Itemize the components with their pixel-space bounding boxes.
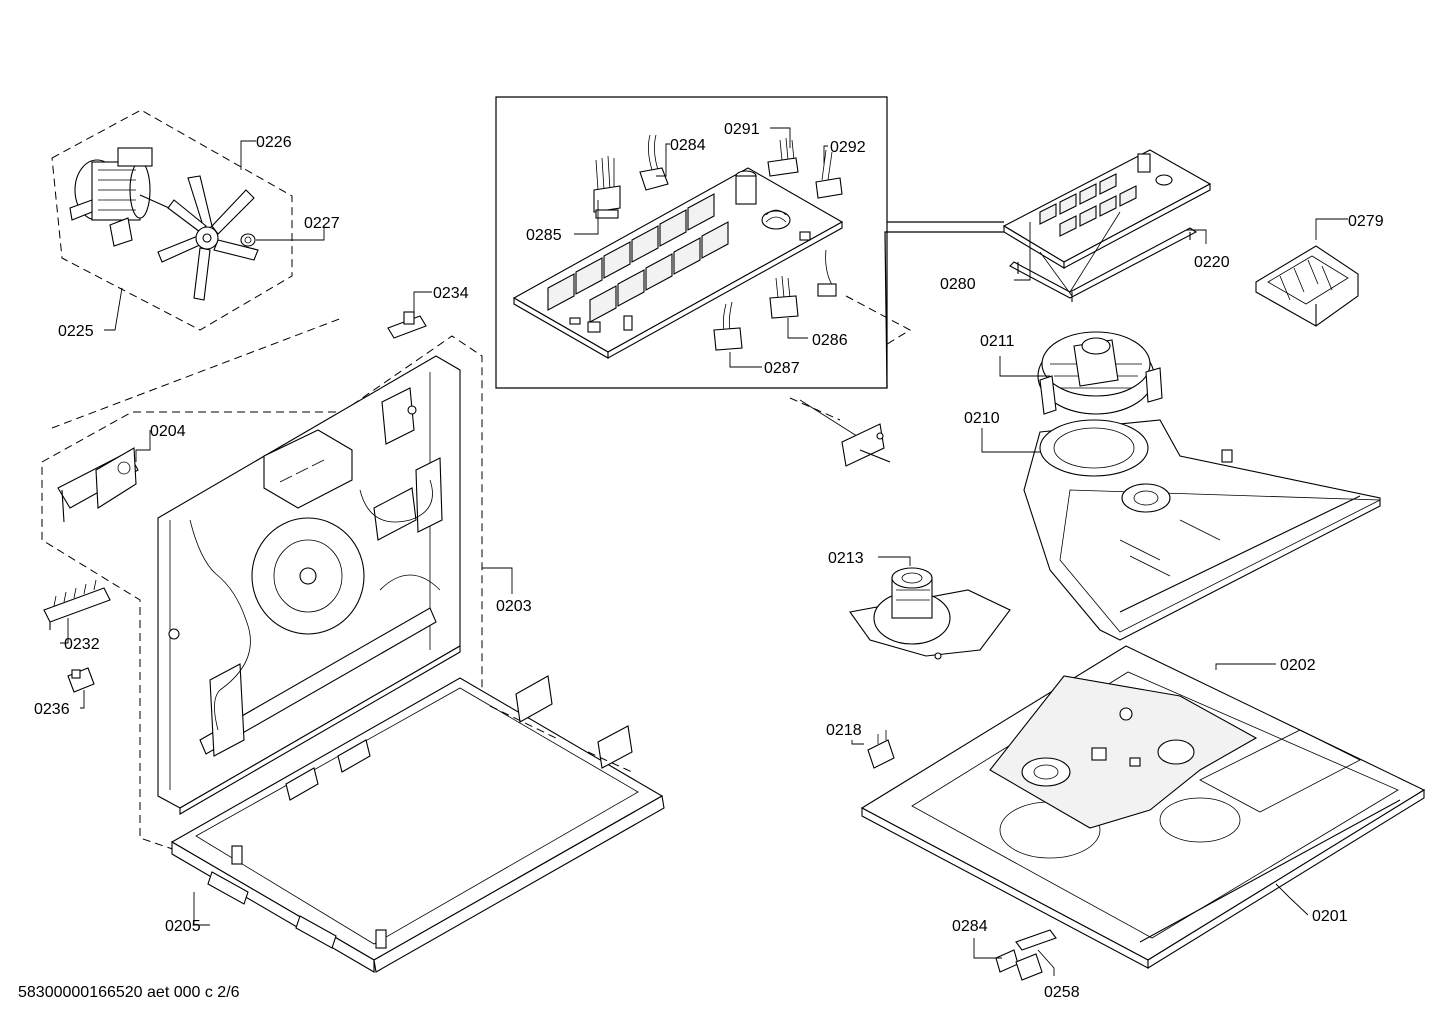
part-0232 [43,579,111,630]
label-0284-bottom: 0284 [952,918,988,935]
connector-0284-board [639,134,669,191]
label-0234: 0234 [433,285,469,302]
convection-motor [69,147,179,247]
nut-0227 [240,233,256,247]
label-0292: 0292 [830,139,866,156]
label-0225: 0225 [58,323,94,340]
cover-0279 [1255,245,1359,327]
label-0210: 0210 [964,410,1000,427]
connector-0291 [767,137,799,177]
label-0203: 0203 [496,598,532,615]
label-0284-board: 0284 [670,137,706,154]
part-0234 [387,311,427,339]
label-0236: 0236 [34,701,70,718]
base-assembly [860,645,1426,969]
label-0211: 0211 [980,333,1015,350]
label-0218: 0218 [826,722,862,739]
connector-0285 [593,155,621,219]
blower-0211 [1037,331,1163,415]
part-0258 [1015,929,1057,981]
sensor-wire [817,249,837,297]
relay-array [547,193,729,323]
label-0286: 0286 [812,332,848,349]
duct-0210 [1023,419,1381,641]
label-0279: 0279 [1348,213,1384,230]
label-0204: 0204 [150,423,186,440]
fan-motor-assembly [51,109,325,331]
connector-0287 [713,301,743,351]
callout-labels: 0226 0227 0225 0234 0204 0203 0232 0236 … [34,121,1384,1001]
pcb-assembly-0280 [1002,149,1212,302]
part-0236 [67,667,95,693]
connector-0286 [769,275,799,319]
pcb-board-inset [512,167,844,359]
part-0218 [867,730,895,769]
label-0220: 0220 [1194,254,1230,271]
back-panel-group [41,317,483,906]
label-0291: 0291 [724,121,760,138]
label-0285: 0285 [526,227,562,244]
document-id: 58300000166520 aet 000 c 2/6 [18,984,240,1001]
label-0232: 0232 [64,636,100,653]
bottom-tray-0205 [170,675,665,973]
label-0213: 0213 [828,550,864,567]
label-0287: 0287 [764,360,800,377]
label-0202: 0202 [1280,657,1316,674]
label-0280: 0280 [940,276,976,293]
blower-motor-0213 [849,567,1011,660]
connector-0292 [815,149,843,199]
label-0201: 0201 [1312,908,1348,925]
label-0205: 0205 [165,918,201,935]
label-0226: 0226 [256,134,292,151]
fan-impeller [157,175,259,301]
label-0258: 0258 [1044,984,1080,1001]
pcb-detail-frame [495,96,1004,389]
temperature-sensor [799,399,891,467]
part-0284-bottom [995,949,1019,973]
label-0227: 0227 [304,215,340,232]
